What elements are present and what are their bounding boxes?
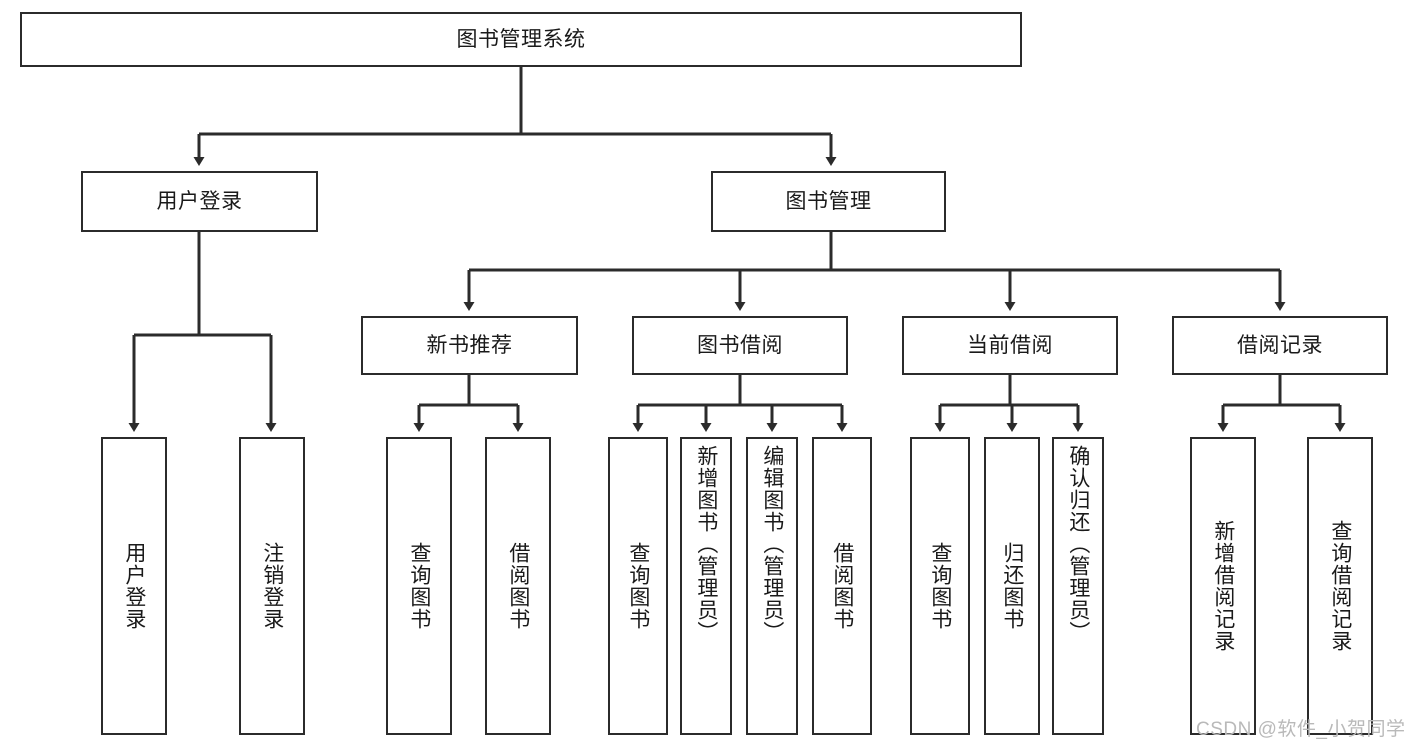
node-leaf-edit-book-admin[interactable]: 编辑图书（管理员） <box>746 437 798 735</box>
node-borrow-record[interactable]: 借阅记录 <box>1172 316 1388 375</box>
node-leaf-borrow-book-newbook[interactable]: 借阅图书 <box>485 437 551 735</box>
node-leaf-query-book-newbook[interactable]: 查询图书 <box>386 437 452 735</box>
node-leaf-return-book[interactable]: 归还图书 <box>984 437 1040 735</box>
node-leaf-borrow-book[interactable]: 借阅图书 <box>812 437 872 735</box>
node-book-borrow-label: 图书借阅 <box>697 333 783 357</box>
node-book-management-label: 图书管理 <box>785 189 872 213</box>
node-leaf-add-book-admin[interactable]: 新增图书（管理员） <box>680 437 732 735</box>
node-new-book-recommend[interactable]: 新书推荐 <box>361 316 578 375</box>
node-leaf-borrow-book-label: 借阅图书 <box>830 542 854 630</box>
node-leaf-add-borrow-record[interactable]: 新增借阅记录 <box>1190 437 1256 735</box>
leaf-text-wrap: 用户登录 <box>103 439 165 733</box>
node-root-system[interactable]: 图书管理系统 <box>20 12 1022 67</box>
leaf-text-wrap: 归还图书 <box>986 439 1038 733</box>
leaf-text-wrap: 查询图书 <box>912 439 968 733</box>
leaf-text-wrap: 新增借阅记录 <box>1192 439 1254 733</box>
node-leaf-query-book-label: 查询图书 <box>626 542 650 630</box>
leaf-text-wrap: 借阅图书 <box>814 439 870 733</box>
node-leaf-add-borrow-record-label: 新增借阅记录 <box>1211 520 1235 652</box>
node-leaf-query-borrow-record[interactable]: 查询借阅记录 <box>1307 437 1373 735</box>
leaf-text-wrap: 借阅图书 <box>487 439 549 733</box>
node-leaf-query-book-current[interactable]: 查询图书 <box>910 437 970 735</box>
node-borrow-record-label: 借阅记录 <box>1237 333 1323 357</box>
node-leaf-confirm-return-admin[interactable]: 确认归还（管理员） <box>1052 437 1104 735</box>
node-leaf-query-book[interactable]: 查询图书 <box>608 437 668 735</box>
node-leaf-add-book-admin-label: 新增图书（管理员） <box>694 445 718 643</box>
node-leaf-return-book-label: 归还图书 <box>1000 542 1024 630</box>
leaf-text-wrap: 确认归还（管理员） <box>1054 439 1102 733</box>
leaf-text-wrap: 查询图书 <box>610 439 666 733</box>
node-leaf-logout[interactable]: 注销登录 <box>239 437 305 735</box>
node-book-management[interactable]: 图书管理 <box>711 171 946 232</box>
node-root-label: 图书管理系统 <box>456 27 586 51</box>
node-leaf-borrow-book-newbook-label: 借阅图书 <box>506 542 530 630</box>
node-leaf-edit-book-admin-label: 编辑图书（管理员） <box>760 445 784 643</box>
node-leaf-query-book-newbook-label: 查询图书 <box>407 542 431 630</box>
leaf-text-wrap: 注销登录 <box>241 439 303 733</box>
leaf-text-wrap: 新增图书（管理员） <box>682 439 730 733</box>
node-new-book-recommend-label: 新书推荐 <box>426 333 513 357</box>
leaf-text-wrap: 查询图书 <box>388 439 450 733</box>
node-leaf-query-borrow-record-label: 查询借阅记录 <box>1328 520 1352 652</box>
node-leaf-user-login[interactable]: 用户登录 <box>101 437 167 735</box>
node-user-login[interactable]: 用户登录 <box>81 171 318 232</box>
node-leaf-query-book-current-label: 查询图书 <box>928 542 952 630</box>
node-current-borrow[interactable]: 当前借阅 <box>902 316 1118 375</box>
node-book-borrow[interactable]: 图书借阅 <box>632 316 848 375</box>
node-leaf-confirm-return-admin-label: 确认归还（管理员） <box>1066 445 1090 643</box>
leaf-text-wrap: 编辑图书（管理员） <box>748 439 796 733</box>
node-user-login-label: 用户登录 <box>156 189 243 213</box>
node-current-borrow-label: 当前借阅 <box>967 333 1053 357</box>
node-leaf-user-login-label: 用户登录 <box>122 542 146 630</box>
csdn-watermark: CSDN @软件_小贺同学 <box>1196 719 1405 740</box>
leaf-text-wrap: 查询借阅记录 <box>1309 439 1371 733</box>
node-leaf-logout-label: 注销登录 <box>260 542 284 630</box>
